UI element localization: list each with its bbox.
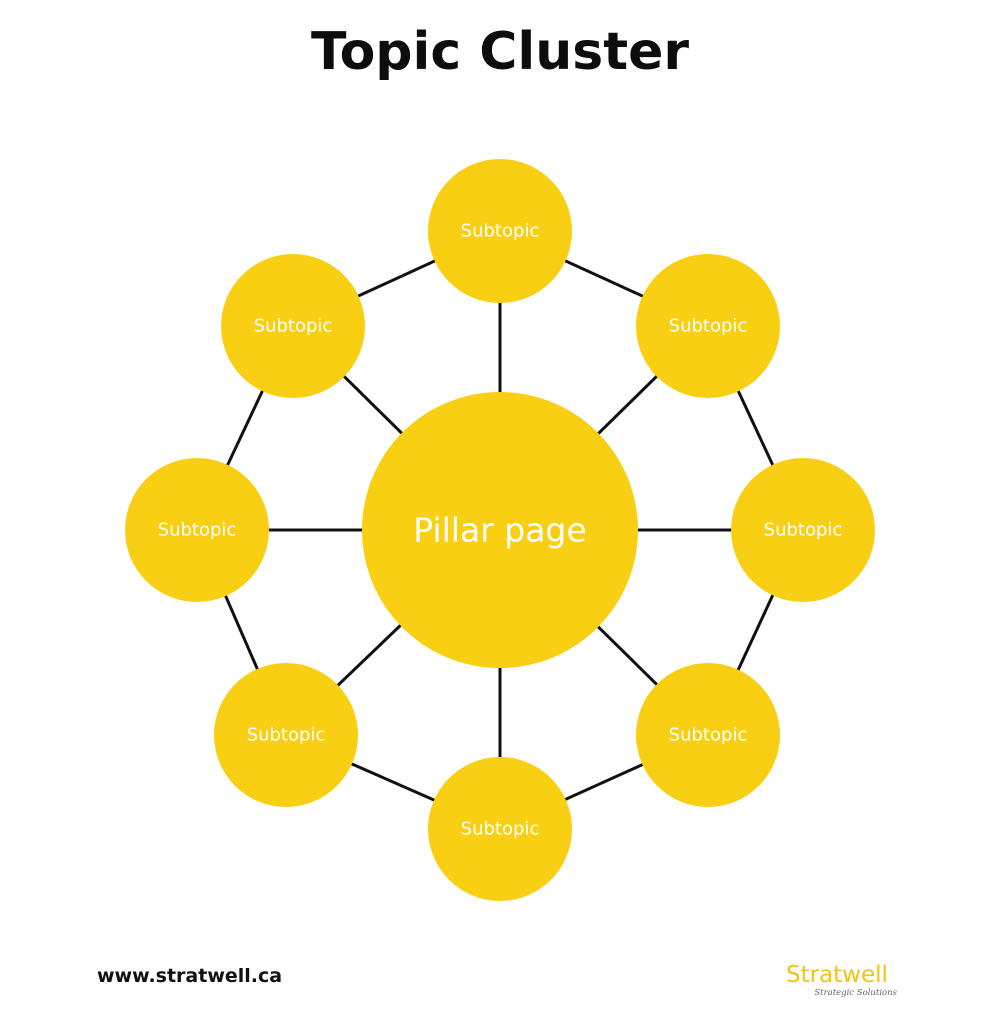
- subtopic-node-4: Subtopic: [636, 663, 780, 807]
- pillar-page-node-circle: [362, 392, 638, 668]
- subtopic-node-3-circle: [731, 458, 875, 602]
- pillar-page-node-label: Pillar page: [413, 511, 586, 550]
- nodes: Pillar pageSubtopicSubtopicSubtopicSubto…: [125, 159, 875, 901]
- subtopic-node-7-label: Subtopic: [158, 520, 237, 541]
- subtopic-node-4-label: Subtopic: [669, 725, 748, 746]
- subtopic-node-4-circle: [636, 663, 780, 807]
- subtopic-node-1-circle: [428, 159, 572, 303]
- subtopic-node-5: Subtopic: [428, 757, 572, 901]
- subtopic-node-6-label: Subtopic: [247, 725, 326, 746]
- subtopic-node-3: Subtopic: [731, 458, 875, 602]
- subtopic-node-2: Subtopic: [636, 254, 780, 398]
- subtopic-node-8: Subtopic: [221, 254, 365, 398]
- website-url[interactable]: www.stratwell.ca: [97, 965, 283, 987]
- subtopic-node-7: Subtopic: [125, 458, 269, 602]
- subtopic-node-1: Subtopic: [428, 159, 572, 303]
- subtopic-node-6: Subtopic: [214, 663, 358, 807]
- subtopic-node-2-label: Subtopic: [669, 316, 748, 337]
- subtopic-node-5-label: Subtopic: [461, 819, 540, 840]
- subtopic-node-6-circle: [214, 663, 358, 807]
- logo-tagline: Strategic Solutions: [814, 988, 897, 998]
- subtopic-node-1-label: Subtopic: [461, 221, 540, 242]
- subtopic-node-8-circle: [221, 254, 365, 398]
- subtopic-node-7-circle: [125, 458, 269, 602]
- diagram-title: Topic Cluster: [311, 22, 689, 82]
- subtopic-node-5-circle: [428, 757, 572, 901]
- pillar-page-node: Pillar page: [362, 392, 638, 668]
- subtopic-node-3-label: Subtopic: [764, 520, 843, 541]
- subtopic-node-8-label: Subtopic: [254, 316, 333, 337]
- stratwell-logo: Stratwell Strategic Solutions: [786, 962, 906, 1006]
- logo-name: Stratwell: [786, 962, 888, 988]
- subtopic-node-2-circle: [636, 254, 780, 398]
